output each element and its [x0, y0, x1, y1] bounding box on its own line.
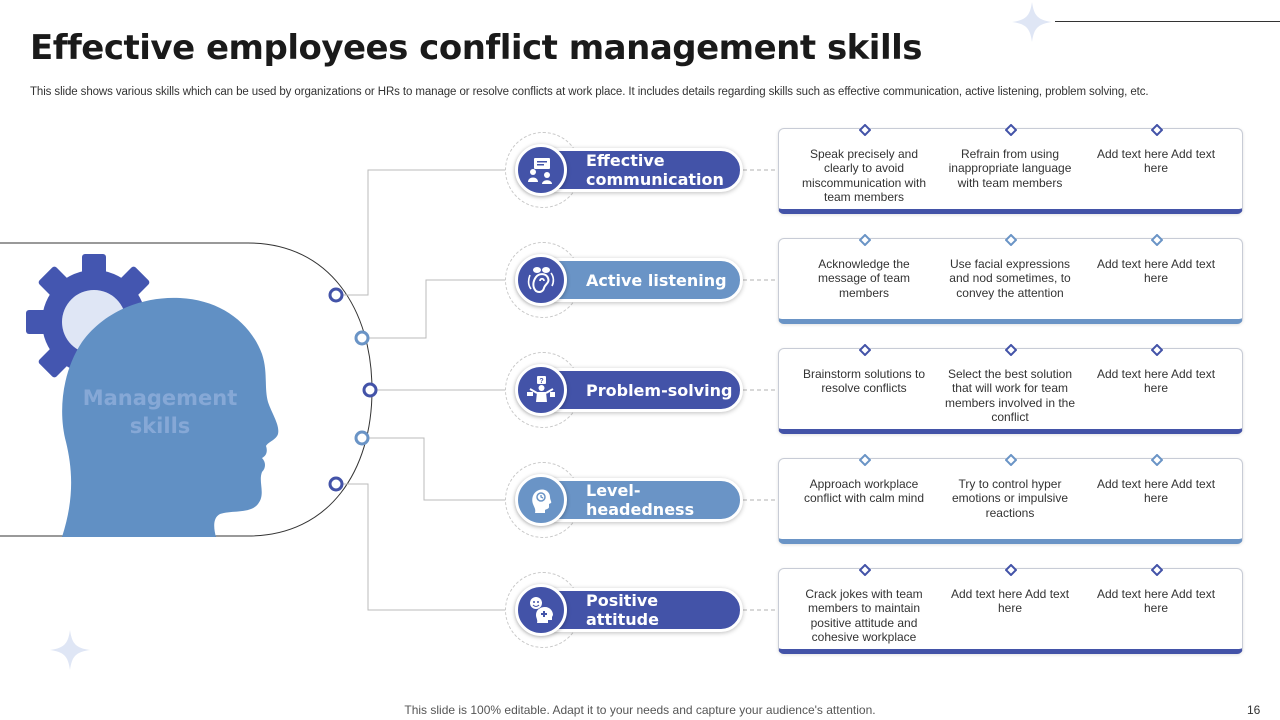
details-box: Approach workplace conflict with calm mi…	[778, 454, 1243, 544]
diamond-marker-icon	[859, 344, 871, 356]
page-number: 16	[1247, 703, 1261, 717]
svg-text:?: ?	[539, 378, 543, 385]
diamond-marker-icon	[1151, 454, 1163, 466]
diamond-marker-icon	[1005, 124, 1017, 136]
diamond-marker-icon	[859, 454, 871, 466]
diamond-marker-icon	[1005, 344, 1017, 356]
detail-text: Brainstorm solutions to resolve conflict…	[802, 367, 926, 396]
diamond-marker-icon	[1151, 234, 1163, 246]
diamond-marker-icon	[859, 124, 871, 136]
calm-head-icon	[515, 474, 567, 526]
sparkle-icon	[50, 630, 90, 670]
positive-attitude-icon	[515, 584, 567, 636]
detail-text: Add text here Add text here	[1096, 477, 1216, 506]
detail-text: Add text here Add text here	[950, 587, 1070, 616]
diamond-marker-icon	[859, 234, 871, 246]
skill-label: Problem-solving	[586, 380, 733, 400]
head-gear-illustration	[26, 254, 279, 537]
diamond-marker-icon	[859, 564, 871, 576]
page-title: Effective employees conflict management …	[30, 28, 923, 68]
footer-note: This slide is 100% editable. Adapt it to…	[404, 703, 876, 717]
diamond-marker-icon	[1151, 344, 1163, 356]
header-rule	[1055, 21, 1280, 22]
skill-active-listening: Active listening	[505, 240, 745, 320]
detail-text: Add text here Add text here	[1096, 257, 1216, 286]
center-label: Management skills	[82, 386, 238, 438]
details-box: Brainstorm solutions to resolve conflict…	[778, 344, 1243, 434]
detail-text: Approach workplace conflict with calm mi…	[803, 477, 925, 506]
details-box: Crack jokes with team members to maintai…	[778, 564, 1243, 654]
detail-text: Crack jokes with team members to maintai…	[805, 587, 923, 644]
problem-solving-icon: ?	[515, 364, 567, 416]
detail-text: Add text here Add text here	[1096, 587, 1216, 616]
sparkle-icon	[1012, 2, 1052, 42]
skill-label: Effective communication	[586, 151, 724, 189]
skill-problem-solving: ? Problem-solving	[505, 350, 745, 430]
detail-text: Add text here Add text here	[1096, 147, 1216, 176]
listening-icon	[515, 254, 567, 306]
skill-positive-attitude: Positive attitude	[505, 570, 745, 650]
diamond-marker-icon	[1005, 564, 1017, 576]
skill-label: Level-headedness	[586, 481, 695, 519]
detail-text: Use facial expressions and nod sometimes…	[949, 257, 1071, 300]
detail-text: Try to control hyper emotions or impulsi…	[951, 477, 1069, 520]
detail-text: Speak precisely and clearly to avoid mis…	[801, 147, 927, 204]
detail-text: Acknowledge the message of team members	[817, 257, 911, 300]
skill-label: Active listening	[586, 270, 727, 290]
detail-text: Select the best solution that will work …	[944, 367, 1076, 424]
presentation-icon	[515, 144, 567, 196]
details-box: Acknowledge the message of team members …	[778, 234, 1243, 324]
detail-text: Refrain from using inappropriate languag…	[948, 147, 1072, 190]
skill-effective-communication: Effective communication	[505, 130, 745, 210]
detail-text: Add text here Add text here	[1096, 367, 1216, 396]
skill-level-headedness: Level-headedness	[505, 460, 745, 540]
diamond-marker-icon	[1151, 564, 1163, 576]
diamond-marker-icon	[1151, 124, 1163, 136]
page-subtitle: This slide shows various skills which ca…	[30, 86, 1149, 98]
skill-label: Positive attitude	[586, 591, 659, 629]
diamond-marker-icon	[1005, 234, 1017, 246]
details-box: Speak precisely and clearly to avoid mis…	[778, 124, 1243, 214]
diamond-marker-icon	[1005, 454, 1017, 466]
